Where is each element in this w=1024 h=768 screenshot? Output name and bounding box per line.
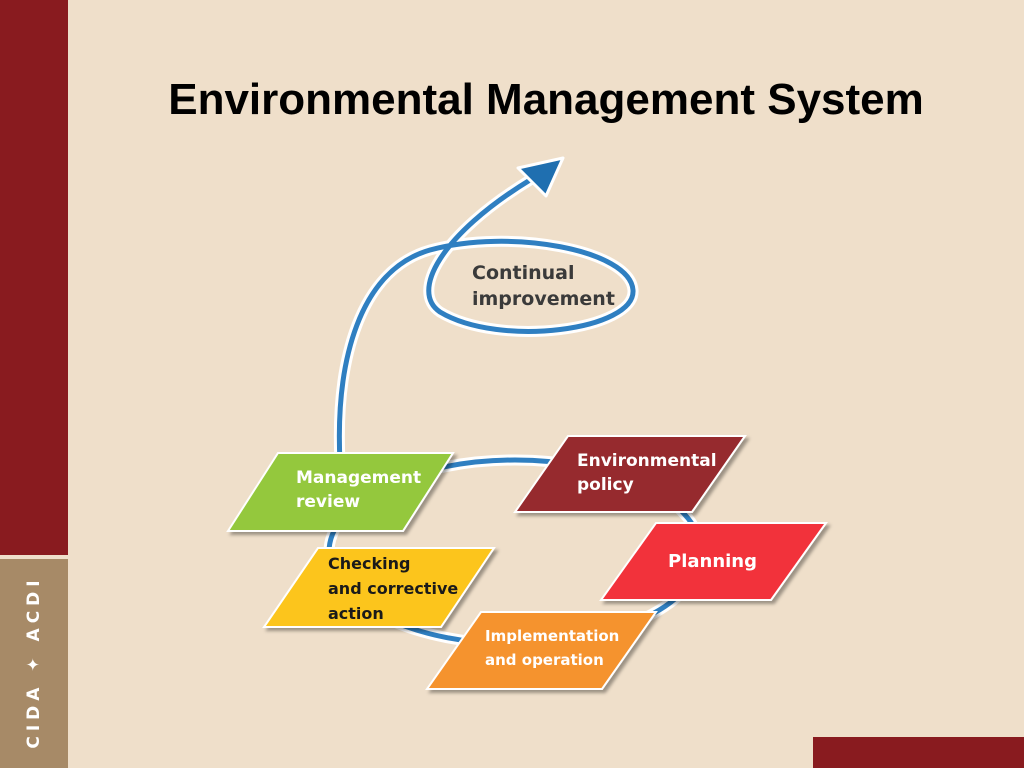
stage-label-environmental-policy: Environmental policy — [577, 451, 722, 495]
management-review-line-1: Management — [296, 468, 421, 488]
arrow-head-icon — [516, 156, 565, 198]
ci-line-1: Continual — [472, 262, 575, 284]
stage-planning — [599, 522, 828, 601]
stage-label-management-review: Management review — [296, 468, 427, 512]
stage-label-implementation-and-operation: Implementation and operation — [485, 627, 625, 669]
stage-environmental-policy — [513, 435, 747, 513]
env-policy-line-2: policy — [577, 475, 634, 495]
sidebar-bar — [0, 0, 68, 555]
spiral-arc — [336, 177, 636, 465]
stage-shape-checking-and-corrective-action — [262, 547, 496, 628]
stage-shape-environmental-policy — [513, 435, 747, 513]
stage-label-checking-and-corrective-action: Checking and corrective action — [328, 554, 464, 623]
implementation-line-2: and operation — [485, 651, 604, 669]
stage-shape-management-review — [226, 452, 455, 532]
implementation-line-1: Implementation — [485, 627, 619, 645]
checking-line-3: action — [328, 604, 384, 623]
spiral-arc-outline — [333, 174, 639, 468]
ci-line-2: improvement — [472, 288, 615, 310]
checking-line-1: Checking — [328, 554, 410, 573]
stage-shape-planning — [599, 522, 828, 601]
stage-management-review — [226, 452, 455, 532]
planning-line-1: Planning — [668, 551, 757, 572]
logo-panel — [0, 555, 68, 768]
continual-improvement-label: Continual improvement — [472, 262, 615, 310]
checking-line-2: and corrective — [328, 579, 458, 598]
management-review-line-2: review — [296, 492, 360, 512]
stage-shape-implementation-and-operation — [425, 611, 658, 690]
stage-label-planning: Planning — [668, 551, 757, 572]
footer-accent-bar — [813, 737, 1024, 768]
env-policy-line-1: Environmental — [577, 451, 717, 471]
stage-checking-and-corrective-action — [262, 547, 496, 628]
page-title: Environmental Management System — [168, 75, 924, 124]
stage-implementation-and-operation — [425, 611, 658, 690]
